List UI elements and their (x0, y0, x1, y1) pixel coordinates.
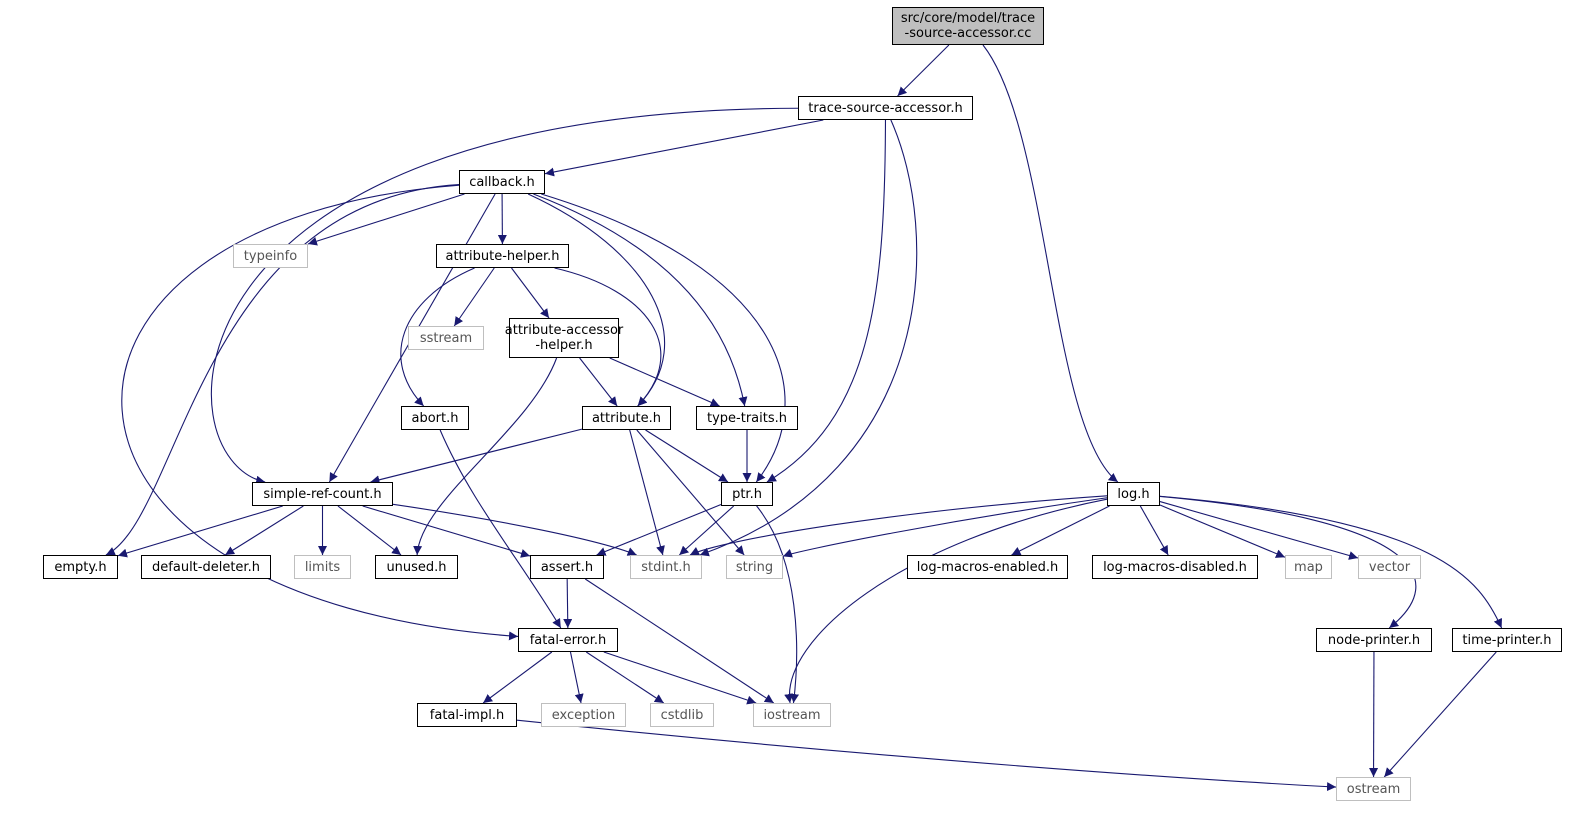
node-limits: limits (294, 555, 351, 579)
node-attracc[interactable]: attribute-accessor -helper.h (505, 318, 623, 358)
node-log[interactable]: log.h (1107, 482, 1160, 506)
node-abort[interactable]: abort.h (401, 406, 469, 430)
node-typetraits[interactable]: type-traits.h (696, 406, 798, 430)
edge-attracc-to-unused (413, 357, 558, 556)
edge-src-to-empty (117, 505, 283, 558)
node-vector: vector (1358, 555, 1421, 579)
edge-callback-to-ptr (541, 193, 786, 483)
edge-root-to-log (982, 44, 1119, 483)
edge-log-to-vector (1159, 501, 1359, 560)
edge-log-to-lme (1011, 505, 1110, 556)
edge-src-to-defdel (224, 505, 304, 556)
edge-attribute-to-string (636, 429, 745, 556)
node-timeprinter[interactable]: time-printer.h (1452, 628, 1562, 652)
node-iostream: iostream (753, 703, 831, 727)
node-lmd[interactable]: log-macros-disabled.h (1092, 555, 1258, 579)
node-exception: exception (541, 703, 626, 727)
edge-assert-to-fatalerr (563, 578, 573, 629)
node-defdel[interactable]: default-deleter.h (141, 555, 271, 579)
edge-fatalerr-to-fatalimpl (482, 651, 553, 704)
edge-attrhelper-to-sstream (453, 267, 495, 327)
edge-attracc-to-attribute (579, 357, 618, 407)
edge-abort-to-fatalerr (439, 429, 562, 629)
node-fatalerr[interactable]: fatal-error.h (518, 628, 618, 652)
node-unused[interactable]: unused.h (375, 555, 458, 579)
edge-log-to-iostream (784, 498, 1108, 704)
edge-src-to-unused (337, 505, 402, 556)
edge-attrhelper-to-attracc (511, 267, 550, 319)
node-root: src/core/model/trace -source-accessor.cc (892, 7, 1044, 45)
node-sstream: sstream (408, 326, 484, 350)
edge-src-to-assert (362, 505, 531, 558)
node-nodeprinter[interactable]: node-printer.h (1316, 628, 1432, 652)
edge-log-to-timeprinter (1159, 495, 1503, 629)
edge-attracc-to-typetraits (609, 357, 720, 407)
edge-log-to-string (782, 497, 1108, 558)
edge-assert-to-iostream (584, 578, 775, 704)
edge-attribute-to-src (370, 428, 583, 485)
node-typeinfo: typeinfo (233, 244, 308, 268)
edge-attribute-to-stdint (629, 429, 665, 556)
edge-tsa-to-src (210, 107, 799, 485)
edge-src-to-stdint (392, 503, 637, 556)
edge-callback-to-empty (105, 184, 460, 556)
edge-fatalimpl-to-ostream (516, 719, 1337, 792)
node-ptr[interactable]: ptr.h (721, 482, 773, 506)
edge-tsa-to-callback (544, 119, 824, 177)
edge-attrhelper-to-attribute (554, 267, 662, 407)
edge-log-to-stdint (689, 495, 1108, 556)
node-string: string (726, 555, 783, 579)
node-stdint: stdint.h (630, 555, 702, 579)
edge-callback-to-typetraits (533, 193, 748, 407)
edge-ptr-to-assert (596, 504, 722, 556)
node-attribute[interactable]: attribute.h (582, 406, 671, 430)
node-tsa[interactable]: trace-source-accessor.h (798, 96, 973, 120)
edge-attrhelper-to-abort (400, 267, 475, 407)
edge-timeprinter-to-ostream (1383, 651, 1497, 778)
edge-ptr-to-iostream (756, 505, 800, 704)
edge-attribute-to-ptr (645, 429, 729, 483)
node-ostream: ostream (1336, 777, 1411, 801)
edge-callback-to-attribute (527, 193, 665, 407)
edge-log-to-map (1159, 504, 1286, 558)
node-fatalimpl[interactable]: fatal-impl.h (417, 703, 517, 727)
edge-fatalerr-to-iostream (603, 651, 757, 705)
node-empty[interactable]: empty.h (43, 555, 118, 579)
edge-ptr-to-stdint (678, 505, 735, 556)
node-cstdlib: cstdlib (650, 703, 714, 727)
node-callback[interactable]: callback.h (459, 170, 545, 194)
edge-callback-to-fatalerr (121, 184, 519, 641)
node-assert[interactable]: assert.h (530, 555, 604, 579)
edge-tsa-to-ptr (766, 119, 887, 483)
edge-log-to-nodeprinter (1159, 495, 1417, 629)
node-lme[interactable]: log-macros-enabled.h (907, 555, 1068, 579)
edge-root-to-tsa (897, 44, 950, 97)
edge-tsa-to-stdint (699, 119, 918, 557)
edge-log-to-lmd (1139, 505, 1169, 556)
node-map: map (1285, 555, 1332, 579)
node-attrhelper[interactable]: attribute-helper.h (436, 244, 569, 268)
node-src[interactable]: simple-ref-count.h (252, 482, 393, 506)
edge-fatalerr-to-exception (569, 651, 584, 704)
edge-fatalerr-to-cstdlib (585, 651, 665, 704)
edge-callback-to-typeinfo (307, 193, 465, 246)
